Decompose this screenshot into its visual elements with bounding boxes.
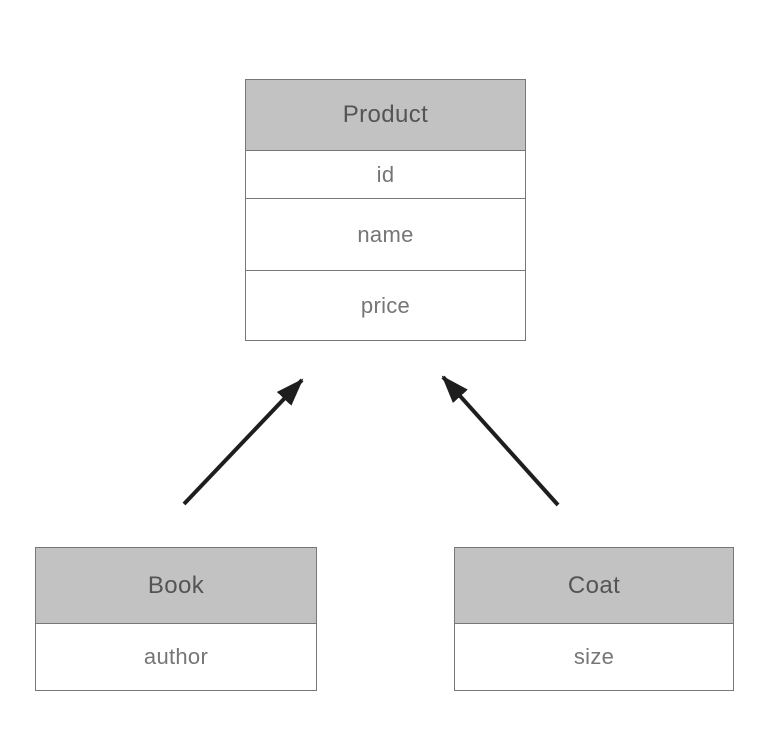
class-attribute-price: price — [360, 292, 411, 318]
class-attribute-size: size — [573, 644, 615, 669]
class-name-book: Book — [36, 548, 316, 624]
class-box-book[interactable]: Book author — [35, 547, 317, 691]
arrow-book-to-product — [182, 378, 304, 506]
class-attribute-name: name — [246, 199, 525, 271]
class-attribute-id: id — [246, 151, 525, 199]
class-attribute-author: author — [143, 644, 209, 669]
arrow-coat-to-product — [441, 375, 560, 507]
class-name-coat: Coat — [455, 548, 733, 624]
class-box-coat[interactable]: Coat size — [454, 547, 734, 691]
class-box-product[interactable]: Product id name price — [245, 79, 526, 341]
class-name-product: Product — [246, 80, 525, 151]
